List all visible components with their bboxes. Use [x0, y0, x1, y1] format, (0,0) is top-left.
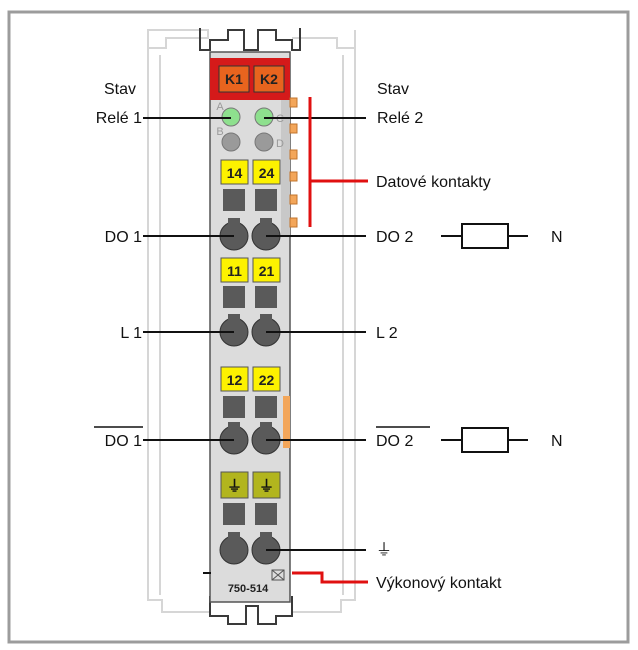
label-ground: ⏚	[376, 541, 392, 559]
terminal-label-14: 14	[227, 165, 243, 181]
terminal-marker-14	[220, 159, 249, 185]
release-slot	[223, 396, 245, 418]
terminal-label-12: 12	[227, 372, 243, 388]
terminal-label-24: 24	[259, 165, 275, 181]
power-contact-tab	[271, 569, 285, 581]
label-status-left: Stav	[104, 81, 136, 98]
terminal-label-22: 22	[259, 372, 275, 388]
din-rail-outline	[147, 29, 356, 613]
terminal-label-11: 11	[227, 263, 242, 279]
label-do2: DO 2	[376, 229, 413, 246]
data-contact-pins	[289, 97, 298, 228]
power-contact-strip	[283, 396, 290, 448]
label-do1: DO 1	[105, 229, 142, 246]
channel-k1-label: K1	[225, 71, 243, 87]
led-letter-b: B	[216, 126, 223, 138]
release-slot	[223, 286, 245, 308]
diagram-frame	[7, 10, 630, 644]
ground-marker-right	[252, 471, 281, 499]
led-letter-a: A	[216, 101, 224, 113]
module-side-strip	[281, 95, 290, 235]
ground-symbol-left: ⏚	[227, 478, 242, 495]
data-contacts-callout	[308, 97, 368, 227]
terminal-marker-24	[252, 159, 281, 185]
label-n-top: N	[551, 229, 563, 246]
terminal-marker-11	[220, 257, 249, 283]
label-do1-inverted: DO 1	[105, 433, 142, 450]
label-l1: L 1	[120, 325, 142, 342]
load-resistor-top	[441, 223, 528, 249]
terminal-marker-21	[252, 257, 281, 283]
terminal-label-21: 21	[259, 263, 275, 279]
terminal-marker-12	[220, 366, 249, 392]
release-slot	[223, 189, 245, 211]
label-do2-inverted: DO 2	[376, 433, 413, 450]
release-slot	[255, 396, 277, 418]
release-slot	[255, 189, 277, 211]
load-resistor-bottom	[441, 427, 528, 453]
release-slot	[255, 286, 277, 308]
label-power-contact: Výkonový kontakt	[376, 575, 502, 592]
status-led-unused-b	[221, 132, 241, 152]
label-relay-1: Relé 1	[96, 110, 142, 127]
label-data-contacts: Datové kontakty	[376, 174, 491, 191]
label-l2: L 2	[376, 325, 398, 342]
power-contact-callout	[292, 571, 368, 584]
ground-marker-left	[220, 471, 249, 499]
label-n-bottom: N	[551, 433, 563, 450]
label-status-right: Stav	[377, 81, 409, 98]
module-clips	[199, 28, 301, 625]
channel-k1-tag	[218, 65, 250, 93]
led-letter-d: D	[276, 138, 284, 150]
release-slot	[223, 503, 245, 525]
terminal-marker-22	[252, 366, 281, 392]
leader-lines	[143, 117, 366, 551]
label-relay-2: Relé 2	[377, 110, 423, 127]
status-led-unused-d	[254, 132, 274, 152]
channel-k2-label: K2	[260, 71, 278, 87]
part-number: 750-514	[228, 583, 269, 595]
ground-symbol-right: ⏚	[259, 478, 274, 495]
channel-k2-tag	[253, 65, 285, 93]
release-slot	[255, 503, 277, 525]
